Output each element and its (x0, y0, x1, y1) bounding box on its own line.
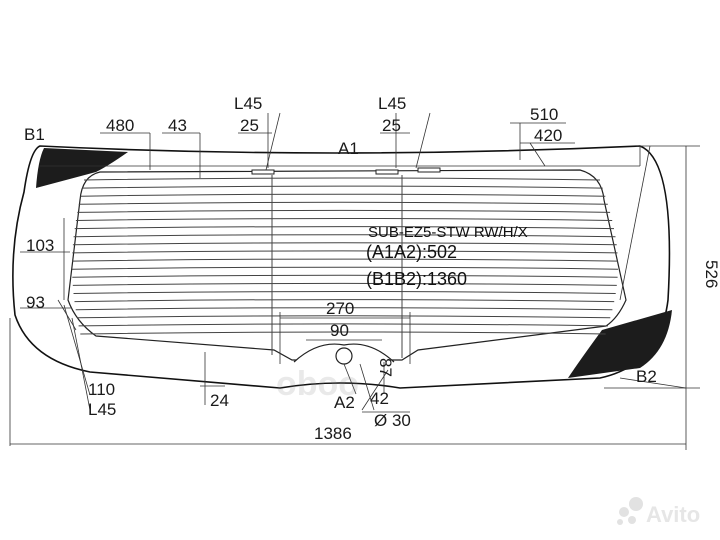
watermark-center: oboo (276, 365, 359, 403)
heating-line (77, 315, 611, 319)
dim-l45-bottom: L45 (88, 400, 116, 419)
heating-line (72, 274, 618, 278)
label-b1: B1 (24, 125, 45, 144)
heating-line (78, 201, 608, 205)
dim-510: 510 (530, 105, 558, 124)
glass-a1a2: (A1A2):502 (366, 242, 457, 262)
label-a2: A2 (334, 393, 355, 412)
heating-line (73, 234, 616, 238)
heating-line (72, 250, 618, 254)
dim-42: 42 (370, 389, 389, 408)
dim-24: 24 (210, 391, 229, 410)
ceramic-band-right (568, 310, 672, 378)
dim-25-left: 25 (240, 116, 259, 135)
avito-logo: Avito (617, 497, 700, 527)
heating-line (80, 193, 606, 197)
dim-25-right: 25 (382, 116, 401, 135)
dim-1386: 1386 (314, 424, 352, 443)
dim-43: 43 (168, 116, 187, 135)
dim-480: 480 (106, 116, 134, 135)
dim-420: 420 (534, 126, 562, 145)
label-b2: B2 (636, 367, 657, 386)
heating-line (72, 282, 617, 286)
heating-line (71, 266, 619, 270)
heating-line (73, 291, 616, 294)
svg-text:oboo: oboo (276, 365, 359, 403)
clip-mid (375, 169, 399, 175)
heating-line (74, 226, 615, 230)
svg-text:Avito: Avito (646, 502, 700, 527)
label-a1: A1 (338, 139, 359, 158)
glass-inner-area (67, 169, 627, 361)
heating-line (75, 218, 613, 221)
dim-110: 110 (88, 380, 115, 399)
glass-b1b2: (B1B2):1360 (366, 269, 467, 289)
heating-line (74, 299, 615, 303)
dim-93: 93 (26, 293, 45, 312)
heating-line (72, 242, 617, 246)
dim-l45-left: L45 (234, 94, 262, 113)
dim-30: Ø 30 (374, 411, 411, 430)
clip-left (251, 169, 275, 175)
dim-90: 90 (330, 321, 349, 340)
dim-103: 103 (26, 236, 54, 255)
heating-line (80, 331, 606, 335)
dim-87: 87 (376, 358, 395, 377)
heating-line (83, 177, 601, 181)
heating-line (77, 209, 611, 213)
dim-526: 526 (702, 260, 720, 288)
heating-line (78, 323, 609, 327)
ceramic-band-left (36, 148, 128, 188)
heating-line (71, 258, 618, 262)
heating-line (82, 185, 603, 189)
heating-line (75, 307, 613, 311)
glass-outline (12, 145, 671, 389)
wiper-hole (335, 347, 353, 365)
dim-l45-right: L45 (378, 94, 406, 113)
dim-270: 270 (326, 299, 354, 318)
clip-right (417, 167, 441, 173)
heating-lines (71, 177, 619, 335)
glass-code: SUB-EZ5-STW RW/H/X (368, 224, 528, 241)
